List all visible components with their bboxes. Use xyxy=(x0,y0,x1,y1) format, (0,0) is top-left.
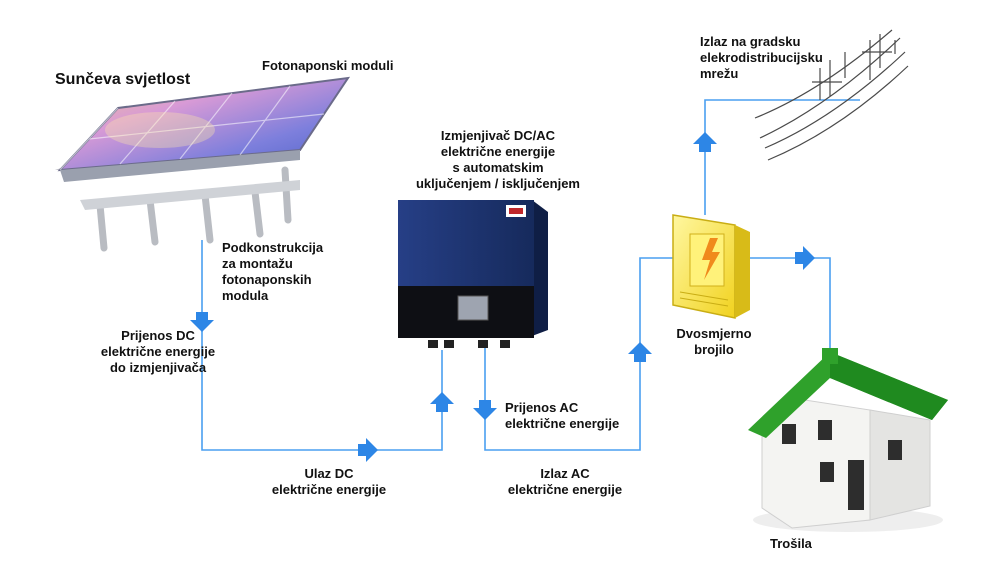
arrow-up-inverter-in-icon xyxy=(430,392,454,412)
sunlight-label: Sunčeva svjetlost xyxy=(55,71,191,88)
arrow-down-ac-icon xyxy=(473,400,497,420)
pv-modules-label: Fotonaponski moduli xyxy=(262,58,394,73)
flow-arrows xyxy=(190,132,815,462)
substructure-label: Podkonstrukcija za montažu fotonaponskih… xyxy=(222,240,324,303)
grid-output-label: Izlaz na gradsku elekrodistribucijsku mr… xyxy=(700,34,823,81)
solar-panel-array-icon xyxy=(55,76,351,252)
power-line-icon xyxy=(754,29,909,161)
bidirectional-meter-label: Dvosmjerno brojilo xyxy=(676,326,752,357)
inverter-icon xyxy=(398,200,548,348)
arrow-up-ac-output-icon xyxy=(628,342,652,362)
arrow-up-grid-icon xyxy=(693,132,717,152)
ac-output-label: Izlaz AC električne energije xyxy=(507,466,623,497)
dc-input-label: Ulaz DC električne energije xyxy=(271,466,387,497)
ac-transfer-label: Prijenos AC električne energije xyxy=(505,400,620,431)
electric-meter-icon xyxy=(672,214,750,319)
consumers-label: Trošila xyxy=(770,536,812,551)
arrow-right-consumer-icon xyxy=(795,246,815,270)
house-icon xyxy=(748,348,948,532)
dc-transfer-label: Prijenos DC električne energije do izmje… xyxy=(100,328,216,375)
arrow-down-dc-icon xyxy=(190,312,214,332)
arrow-right-dc-input-icon xyxy=(358,438,378,462)
inverter-label: Izmjenjivač DC/AC električne energije s … xyxy=(415,128,580,191)
